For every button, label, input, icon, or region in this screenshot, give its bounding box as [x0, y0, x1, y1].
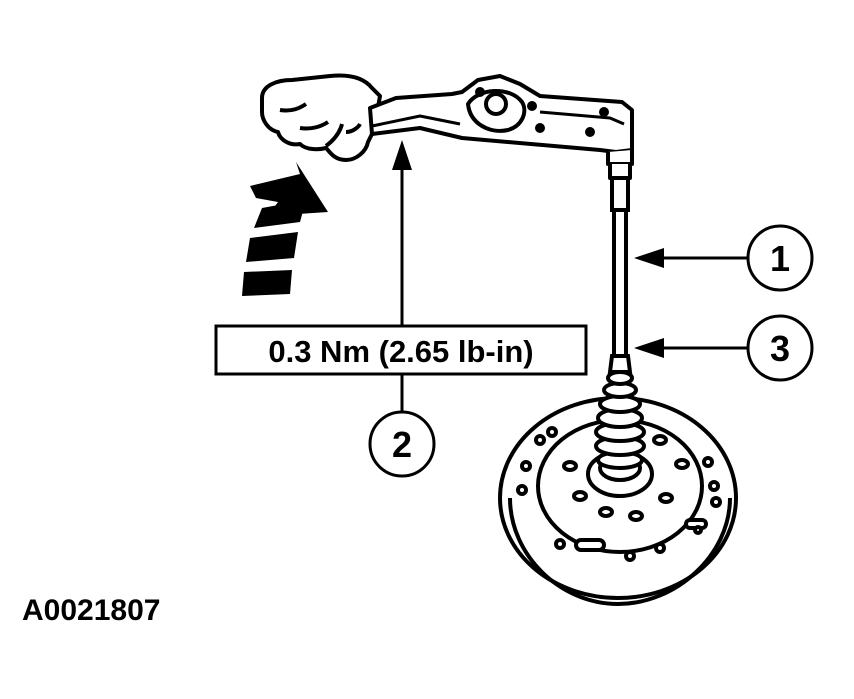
figure-id: A0021807 [22, 594, 161, 627]
callout-3-number: 3 [770, 328, 790, 369]
socket-extension [607, 176, 633, 374]
rotation-direction-arrow [242, 162, 328, 296]
callout-3: 3 [746, 314, 814, 382]
torque-wrench [368, 74, 634, 180]
callout-1-leader [634, 248, 748, 268]
converter-assembly [498, 370, 738, 607]
torque-spec-label: 0.3 Nm (2.65 lb-in) [268, 334, 533, 369]
callout-1-number: 1 [770, 238, 790, 279]
callout-3-leader [634, 338, 748, 358]
callout-2-leader [392, 140, 412, 412]
callout-1: 1 [746, 224, 814, 292]
hand [260, 73, 382, 162]
callout-2: 2 [368, 410, 436, 478]
torque-spec-box: 0.3 Nm (2.65 lb-in) [214, 324, 588, 376]
callout-2-number: 2 [392, 424, 412, 465]
